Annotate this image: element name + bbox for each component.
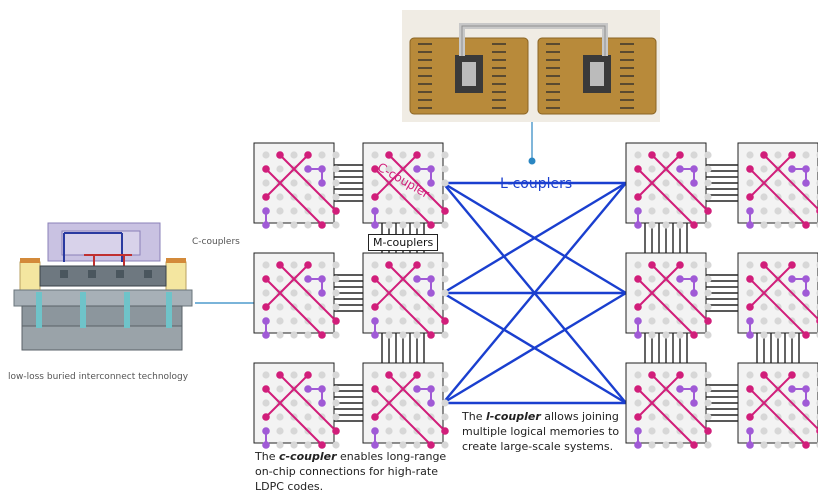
caption-left-line3: LDPC codes.: [255, 480, 323, 493]
caption-left-pre: The: [255, 450, 279, 463]
qubit-tile: [626, 143, 712, 229]
c-couplers-label: C-couplers: [192, 237, 240, 247]
caption-left-line2: on-chip connections for high-rate: [255, 465, 438, 478]
qubit-tile: [738, 143, 818, 229]
cross-section-illustration: [14, 223, 192, 350]
caption-right-line3: create large-scale systems.: [462, 440, 613, 453]
callout-dot-top: [529, 158, 536, 165]
hardware-photo: [402, 10, 660, 122]
l-coupler-links: [443, 183, 626, 403]
caption-left-term: c-coupler: [279, 450, 337, 463]
caption-right-term: l-coupler: [486, 410, 541, 423]
caption-right-line1: allows joining: [541, 410, 619, 423]
qubit-tile: [363, 363, 449, 449]
c-coupler-caption: The c-coupler enables long-range on-chip…: [255, 449, 485, 494]
m-couplers-label: M-couplers: [368, 234, 438, 251]
caption-left-line1: enables long-range: [337, 450, 447, 463]
l-couplers-label: L-couplers: [500, 176, 572, 192]
qubit-tile: [363, 253, 449, 339]
qubit-tile: [626, 253, 712, 339]
qubit-tile: [738, 253, 818, 339]
caption-right-pre: The: [462, 410, 486, 423]
l-coupler-caption: The l-coupler allows joining multiple lo…: [462, 409, 662, 454]
qubit-tile: [254, 363, 340, 449]
qubit-tile: [738, 363, 818, 449]
caption-right-line2: multiple logical memories to: [462, 425, 619, 438]
qubit-tile: [254, 143, 340, 229]
interconnect-label: low-loss buried interconnect technology: [8, 372, 188, 382]
qubit-tile: [254, 253, 340, 339]
